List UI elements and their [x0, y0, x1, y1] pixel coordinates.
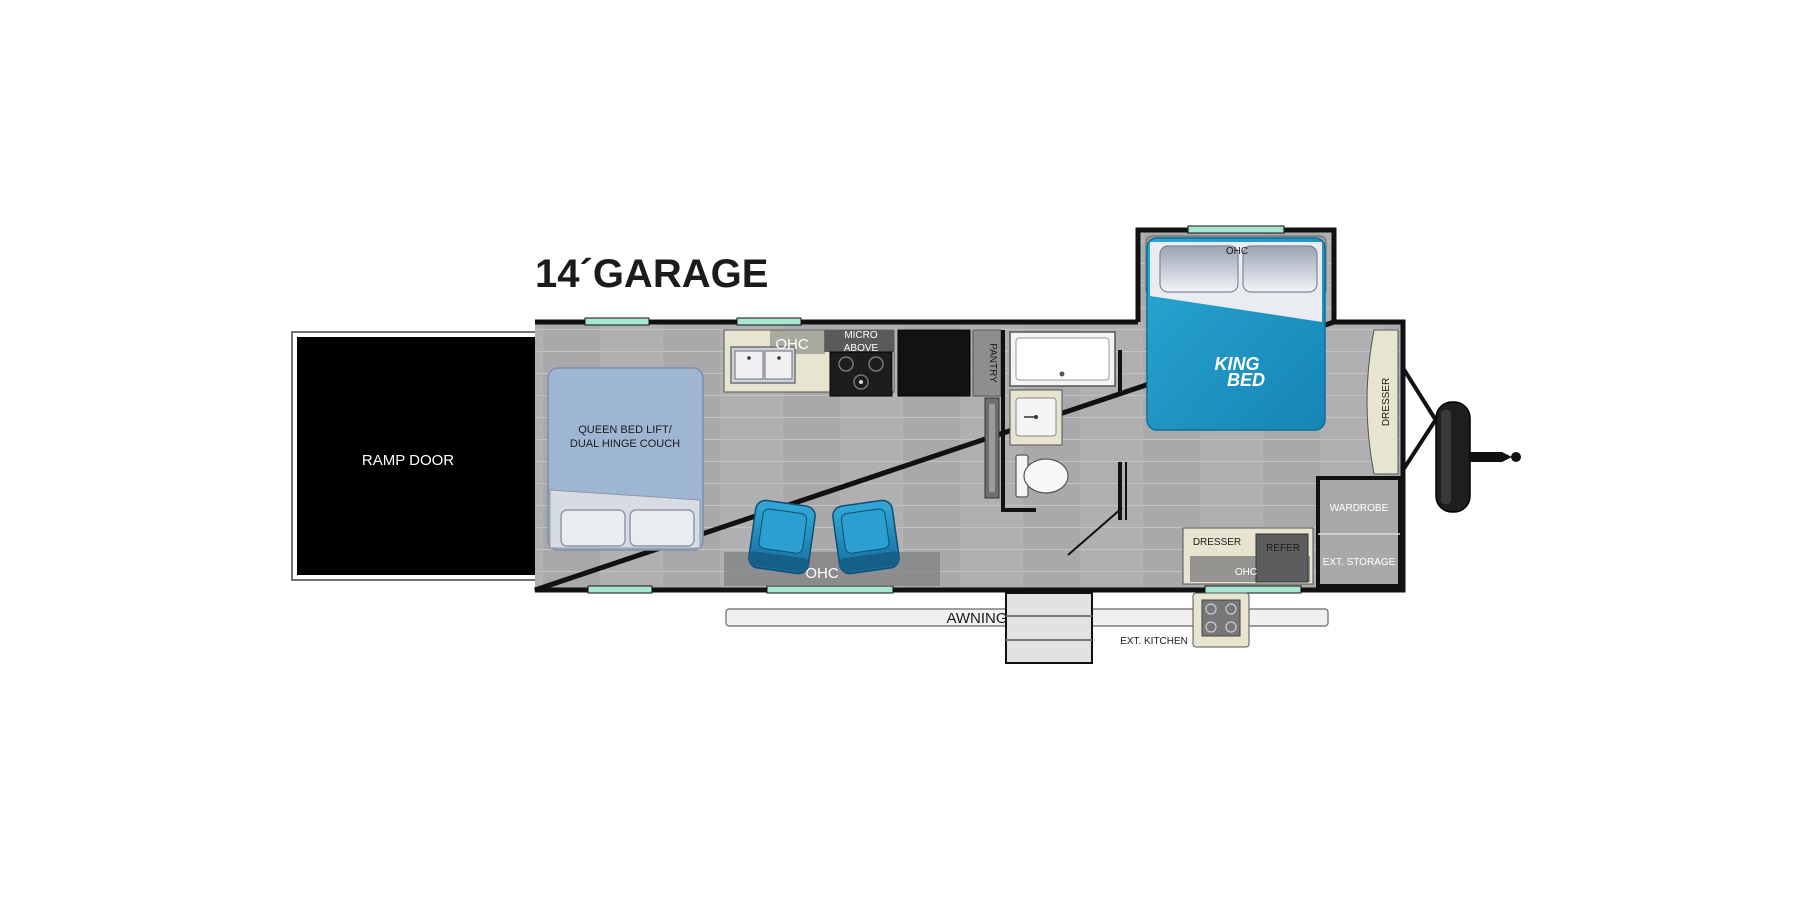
queen-bed-label-line2: DUAL HINGE COUCH [570, 438, 680, 450]
micro-label-line1: MICRO [844, 330, 878, 341]
ohc-rear-label: OHC [1235, 567, 1257, 578]
ramp-door: RAMP DOOR [291, 331, 537, 581]
entry-steps [1005, 592, 1093, 664]
couch-cushion [560, 509, 626, 547]
king-bed-label-line1: KING [1215, 354, 1260, 374]
front-dresser-label: DRESSER [1381, 378, 1392, 426]
windows [584, 225, 1302, 594]
ext-storage-label: EXT. STORAGE [1323, 557, 1396, 568]
double-sink [730, 346, 796, 384]
king-bed-label-line2: BED [1227, 370, 1265, 390]
window [1187, 225, 1285, 234]
cooktop [829, 351, 893, 397]
toilet [1015, 454, 1069, 498]
refrigerator [897, 329, 971, 397]
kitchen-counter: OHC MICRO ABOVE [723, 329, 895, 397]
ramp-door-label: RAMP DOOR [362, 452, 454, 469]
bathroom-sink [1009, 389, 1063, 446]
rear-dresser: DRESSER REFER OHC [1182, 527, 1314, 585]
ohc-bedroom-label: OHC [1226, 246, 1248, 257]
ohc-kitchen-label: OHC [775, 336, 809, 353]
recliner-chair [832, 499, 900, 575]
ext-kitchen-label: EXT. KITCHEN [1120, 636, 1188, 647]
awning-label: AWNING [946, 610, 1007, 627]
refer-fridge [1255, 533, 1309, 583]
shower [1009, 331, 1116, 387]
ohc-dinette-label: OHC [805, 565, 839, 582]
queen-bed-couch: QUEEN BED LIFT/ DUAL HINGE COUCH [547, 367, 704, 551]
wardrobe-storage: WARDROBE EXT. STORAGE [1316, 476, 1402, 588]
front-dresser: DRESSER [1366, 329, 1399, 475]
pillow [1242, 245, 1318, 293]
garage-title: 14´GARAGE [535, 252, 768, 296]
micro-label-line2: ABOVE [844, 343, 879, 354]
window [584, 317, 650, 326]
window [587, 585, 653, 594]
dinette-area: OHC [724, 499, 940, 586]
pantry-label: PANTRY [987, 343, 998, 383]
wardrobe-label: WARDROBE [1330, 503, 1389, 514]
hitch [1401, 366, 1521, 513]
window [1204, 585, 1302, 594]
window [736, 317, 802, 326]
bedroom: OHC KING BED [1145, 235, 1327, 431]
window [766, 585, 894, 594]
rear-dresser-label: DRESSER [1193, 537, 1241, 548]
pantry: PANTRY [972, 329, 1002, 397]
bath-partition [984, 330, 1127, 556]
couch-cushion [629, 509, 695, 547]
refer-label: REFER [1266, 543, 1300, 554]
pillow [1159, 245, 1239, 293]
recliner-chair [748, 499, 816, 575]
queen-bed-label-line1: QUEEN BED LIFT/ [578, 424, 672, 436]
exterior-kitchen: EXT. KITCHEN [1120, 592, 1250, 648]
